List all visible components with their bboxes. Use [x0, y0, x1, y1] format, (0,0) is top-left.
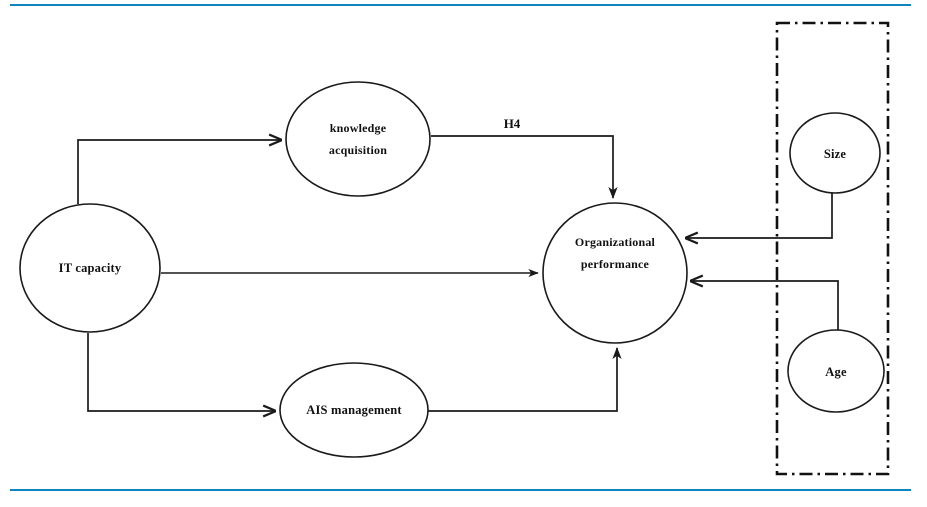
node-size-label: Size — [824, 147, 847, 161]
node-age-label: Age — [825, 365, 847, 379]
horizontal-rule-bottom — [10, 489, 911, 491]
node-ais-management[interactable]: AIS management — [279, 362, 429, 458]
node-organizational-performance-label-line1: Organizational — [575, 235, 656, 249]
node-organizational-performance-label-line2: performance — [581, 257, 650, 271]
edge-ais-management-to-organizational-performance — [428, 347, 622, 412]
node-size[interactable]: Size — [789, 112, 881, 194]
horizontal-rule-top — [10, 4, 911, 6]
edge-label-h4: H4 — [504, 116, 521, 131]
node-it-capacity-label: IT capacity — [59, 261, 122, 275]
control-variables-box — [775, 21, 890, 476]
edge-size-to-organizational-performance — [686, 193, 833, 238]
node-knowledge-acquisition-label-line1: knowledge — [330, 121, 387, 135]
node-knowledge-acquisition-label-line2: acquisition — [329, 143, 387, 157]
node-age-shape — [787, 329, 885, 413]
edge-knowledge-acquisition-to-organizational-performance — [431, 135, 618, 199]
edge-age-to-organizational-performance — [691, 281, 839, 332]
node-ais-management-shape — [279, 362, 429, 458]
node-size-shape — [789, 112, 881, 194]
node-it-capacity-shape — [19, 203, 161, 333]
node-it-capacity[interactable]: IT capacity — [19, 203, 161, 333]
node-knowledge-acquisition-shape — [285, 81, 431, 197]
node-organizational-performance-shape — [542, 202, 688, 344]
node-organizational-performance[interactable]: Organizational performance — [542, 202, 688, 344]
node-knowledge-acquisition[interactable]: knowledge acquisition — [285, 81, 431, 197]
edge-it-capacity-to-ais-management — [87, 333, 275, 411]
node-age[interactable]: Age — [787, 329, 885, 413]
edge-it-capacity-to-knowledge-acquisition — [77, 140, 281, 204]
node-ais-management-label: AIS management — [306, 403, 402, 417]
